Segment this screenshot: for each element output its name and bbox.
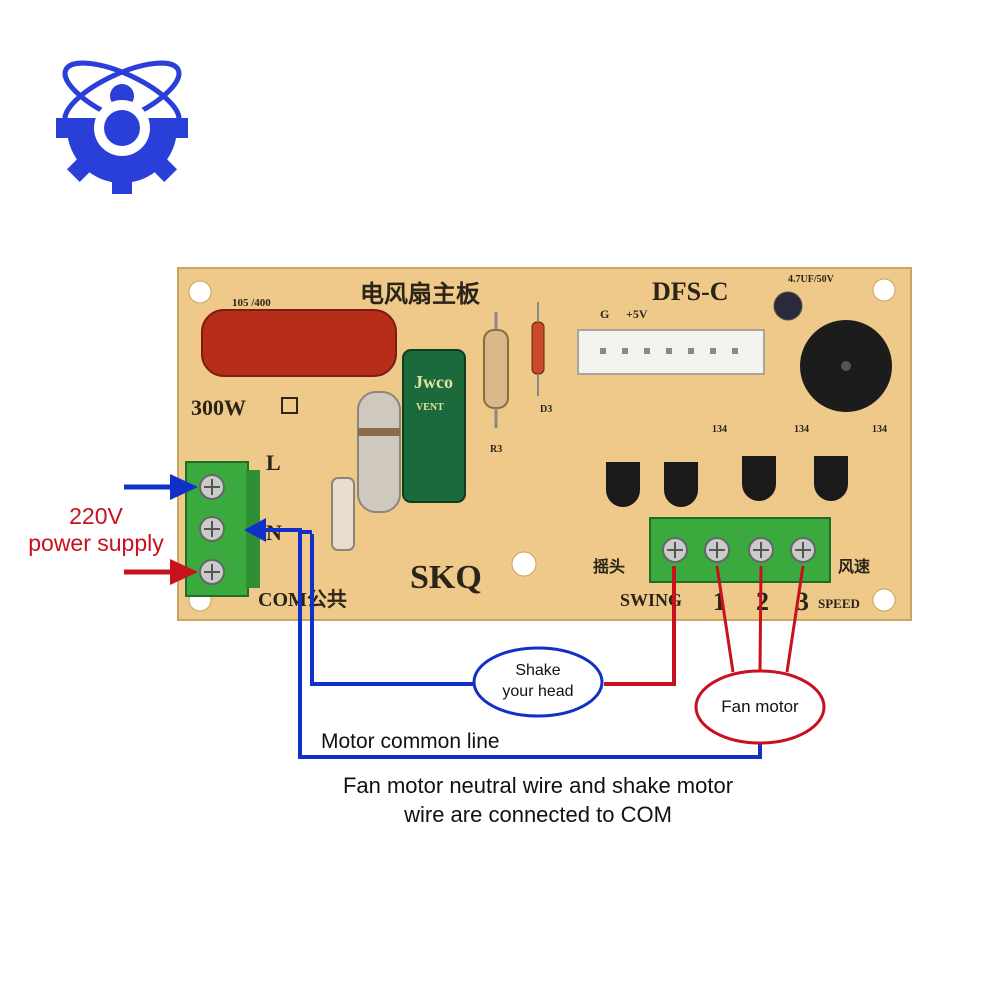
q-code-2: 134 [794,424,809,435]
speed-cn: 风速 [838,558,870,576]
q-code-3: 134 [872,424,887,435]
output-terminal-block [649,517,831,583]
conn-g-label: G [600,307,609,321]
power-label-line1: 220V [69,503,123,529]
elec-vent: VENT [416,402,444,413]
power-label-line2: power supply [28,530,164,556]
cap-code: 105 /400 [232,297,271,309]
shake-head-bubble [472,646,604,718]
fan-motor-bubble [694,669,826,745]
speed-3-wire [785,565,805,673]
com-label: COM公共 [258,588,347,611]
speed-2-wire [758,565,763,673]
r3-label: R3 [490,444,502,455]
caption-line2: wire are connected to COM [403,802,672,827]
board-model: DFS-C [652,277,729,306]
speed-num-2: 2 [756,587,769,616]
transistors [606,456,848,507]
swing-label: SWING [620,590,682,610]
board-brand: SKQ [410,559,482,596]
shake-bubble-line1: Shake [515,662,560,679]
caption-line1: Fan motor neutral wire and shake motor [343,773,733,798]
conn-5v-label: +5V [626,307,648,321]
power-rating: 300W [191,395,246,420]
swing-wire [604,566,676,686]
swing-cn: 摇头 [593,557,625,576]
speed-label: SPEED [818,596,860,611]
elec-brand: Jwco [414,372,453,392]
shake-bubble-line2: your head [502,683,573,700]
l-label: L [266,450,281,475]
d3-label: D3 [540,404,552,415]
wires [124,474,805,759]
board-title-cn: 电风扇主板 [360,280,481,308]
speed-1-wire [715,565,735,673]
cap-value: 4.7UF/50V [788,274,835,285]
logo-atom-gear-icon [56,60,188,194]
q-code-1: 134 [712,424,727,435]
motor-common-line [298,532,762,759]
electrolytic-capacitor [402,349,466,503]
fan-bubble-text: Fan motor [721,697,799,716]
common-line-label: Motor common line [321,730,500,753]
pcb-board: 电风扇主板 DFS-C 105 /400 4.7UF/50V 300W SKQ … [177,267,912,621]
n-label: N [266,520,282,545]
film-capacitor [201,309,397,377]
